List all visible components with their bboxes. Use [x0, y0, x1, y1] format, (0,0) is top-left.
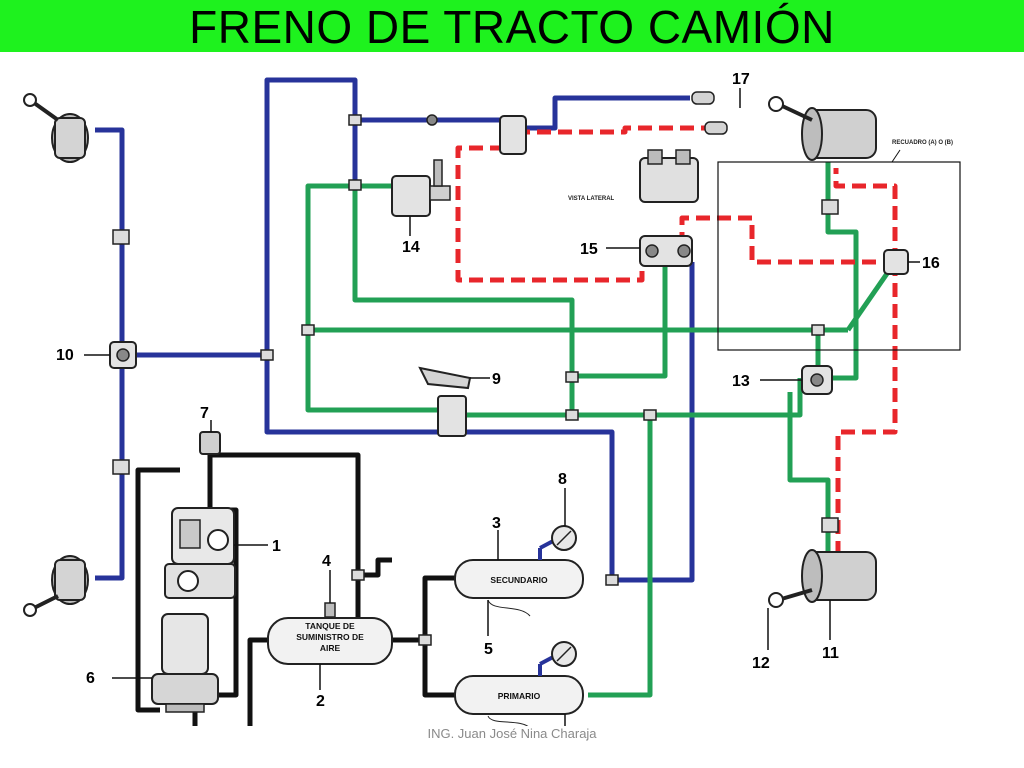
primary-tank-label: PRIMARIO: [498, 691, 541, 701]
green-line-9-right: [466, 378, 803, 418]
secondary-tank-label: SECUNDARIO: [490, 575, 548, 585]
spring-brake-chamber-right-top: [768, 96, 877, 161]
label-2: 2: [316, 693, 325, 710]
drain-valve-4: [324, 602, 336, 618]
red-line-16-down: [835, 262, 898, 560]
label-12: 12: [752, 655, 770, 672]
black-supply-lines: [135, 452, 455, 726]
foot-brake-valve-9: [418, 366, 472, 437]
black-line-drain: [358, 557, 392, 578]
blue-line-left-front: [95, 127, 125, 355]
safety-valve-7: [199, 431, 221, 455]
label-4: 4: [322, 553, 331, 570]
fittings: [112, 114, 839, 646]
label-5: 5: [484, 641, 493, 658]
label-3-secondary: 3: [492, 515, 501, 532]
leader-lines: [84, 88, 920, 726]
primary-tank: PRIMARIO: [454, 675, 584, 726]
side-view-label: VISTA LATERAL: [568, 196, 615, 202]
compressor-1: [164, 507, 236, 599]
label-9: 9: [492, 371, 501, 388]
slide-title: FRENO DE TRACTO CAMIÓN: [189, 1, 835, 53]
black-line-to-primary: [422, 640, 455, 698]
label-8: 8: [558, 471, 567, 488]
pressure-gauge-secondary: [538, 525, 577, 560]
label-17: 17: [732, 71, 750, 88]
brake-chamber-left-bottom: [23, 555, 89, 617]
label-14: 14: [402, 239, 420, 256]
side-view-valve: [639, 149, 699, 203]
green-line-to-primary: [588, 415, 653, 698]
secondary-tank: SECUNDARIO: [454, 559, 584, 617]
glad-hands-17: [691, 91, 728, 135]
blue-air-lines: [95, 77, 695, 583]
supply-tank-label-3: AIRE: [320, 643, 341, 653]
red-line-16-up: [833, 168, 898, 262]
label-7: 7: [200, 405, 209, 422]
black-line-to-secondary: [422, 575, 455, 640]
quick-release-valve-10: [109, 341, 137, 369]
label-11: 11: [822, 645, 839, 662]
black-line-6-supply: [192, 637, 268, 726]
blue-line-left-rear: [95, 355, 125, 581]
recuadro-arrow: [891, 149, 901, 163]
supply-tank-label-2: SUMINISTRO DE: [296, 632, 364, 642]
supply-tank-2: TANQUE DE SUMINISTRO DE AIRE: [267, 617, 393, 665]
label-13: 13: [732, 373, 750, 390]
black-line-7-right: [210, 452, 361, 625]
tractor-protection-valve: [426, 114, 527, 155]
black-line-1-left: [135, 467, 180, 713]
brake-chamber-left-top: [23, 93, 89, 163]
recuadro-box: [717, 161, 961, 351]
footer-author: ING. Juan José Nina Charaja: [427, 726, 597, 741]
pressure-gauge-primary: [538, 641, 577, 676]
parking-control-valve-14: [391, 159, 451, 217]
relay-valve-13: [801, 365, 833, 395]
spring-brake-chamber-right-bottom: [768, 549, 877, 608]
recuadro-caption: RECUADRO (A) O (B): [892, 140, 953, 146]
relay-valve-16: [883, 249, 909, 275]
blue-line-main-vertical: [264, 77, 358, 355]
green-line-14-inner: [352, 186, 575, 415]
blue-line-to-17: [525, 95, 690, 131]
label-1: 1: [272, 538, 281, 555]
green-line-15-down: [572, 262, 668, 379]
label-15: 15: [580, 241, 598, 258]
label-16: 16: [922, 255, 940, 272]
green-air-lines: [305, 162, 898, 698]
label-6: 6: [86, 670, 95, 687]
relay-valve-15: [639, 235, 693, 267]
supply-tank-label-1: TANQUE DE: [305, 621, 355, 631]
title-bar: [0, 0, 1024, 52]
green-line-13-right: [825, 162, 859, 381]
brake-system-diagram: RECUADRO (A) O (B): [23, 71, 961, 726]
blue-line-to-15: [612, 262, 695, 583]
label-10: 10: [56, 347, 74, 364]
air-dryer-6: [151, 613, 219, 713]
red-line-15-16: [679, 215, 895, 265]
